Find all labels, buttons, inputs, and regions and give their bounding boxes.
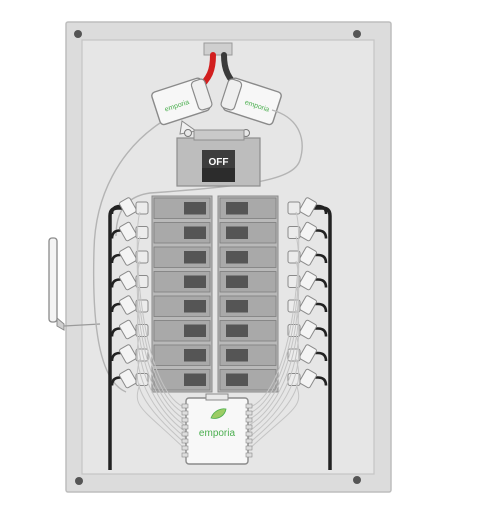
breaker-left-switch [184,373,206,386]
branch-ct-left [119,295,137,315]
breaker-left-switch [184,202,206,215]
breaker-right-switch [226,275,248,288]
branch-ct-right [299,368,317,389]
branch-ct-right [299,295,317,315]
antenna-icon [48,237,101,331]
breaker-right-switch [226,202,248,215]
branch-wire-right [305,351,328,362]
main-breaker-label: OFF [209,157,229,168]
ct-clamp-left: emporia [151,77,213,126]
branch-wire-right [305,327,328,337]
monitor-port [245,417,253,423]
branch-ct-right [299,246,317,266]
branch-wire-right [305,376,328,386]
monitor-sensor-leads [136,211,300,451]
screw-top-left [74,30,82,38]
branch-ct-right-body [287,250,301,264]
monitor-port [181,403,189,409]
sensor-lead-right [247,285,300,427]
branch-ct-left [119,221,137,242]
monitor-port [245,431,253,437]
branch-ct-right [299,197,317,217]
monitor-port [181,445,189,451]
branch-ct-right [299,221,317,242]
monitor-port [245,445,253,451]
monitor-port [181,410,189,416]
ct-clamp-right: emporia [220,77,282,126]
screw-top-right [353,30,361,38]
branch-ct-right [299,270,317,291]
branch-ct-left [119,344,137,364]
ct-lead-left [92,122,161,393]
monitor-port [245,410,253,416]
branch-wire-right [305,302,328,313]
branch-ct-right [299,319,317,340]
monitor-port [181,431,189,437]
screw-bottom-right [353,476,361,484]
sensor-lead-right [247,358,300,445]
sensor-lead-right [247,383,300,451]
breaker-left-switch [184,226,206,239]
branch-ct-right-body [287,201,301,215]
branch-ct-left [119,319,137,340]
breaker-left-switch [184,275,206,288]
ct-clamp-left-screw [184,129,192,137]
branch-wire-right [305,278,328,288]
branch-wire-right [305,229,328,239]
sensor-lead-right [247,334,300,439]
branch-wire-right [305,253,328,264]
breaker-right-switch [226,251,248,264]
branch-wire-right [305,204,328,215]
sensor-lead-right [247,236,300,415]
monitor-port [245,452,253,458]
energy-monitor: emporia [181,393,253,465]
sensor-lead-right [247,260,300,421]
monitor-port [181,452,189,458]
branch-ct-left [119,197,137,217]
monitor-port [181,424,189,430]
breaker-right-switch [226,226,248,239]
breaker-left-switch [184,349,206,362]
sensor-lead-left [136,285,187,427]
sensor-lead-right [247,309,300,433]
breaker-left-switch [184,251,206,264]
breaker-left-switch [184,300,206,313]
branch-ct-left [119,270,137,291]
branch-ct-left-body [135,226,149,239]
screw-bottom-left [75,477,83,485]
branch-ct-left [119,368,137,389]
sensor-lead-left [136,211,187,409]
monitor-port [181,417,189,423]
monitor-ports-left [181,403,189,458]
monitor-port [245,438,253,444]
monitor-port [181,438,189,444]
branch-ct-left-body [135,250,149,264]
branch-ct-left [119,246,137,266]
monitor-port [245,424,253,430]
branch-ct-right [299,344,317,364]
breaker-right-switch [226,300,248,313]
branch-ct-right-body [287,226,301,239]
main-breaker: OFF [176,129,261,187]
monitor-brand: emporia [199,428,236,439]
monitor-ports-right [245,403,253,458]
breaker-bank [110,195,328,393]
branch-ct-left-body [135,201,149,215]
sensor-lead-left [136,309,187,433]
sensor-lead-right [247,211,300,409]
breaker-left-switch [184,324,206,337]
sensor-lead-left [136,383,187,451]
leaf-icon [210,408,227,419]
sensor-lead-left [136,236,187,415]
sensor-lead-left [136,260,187,421]
sensor-lead-left [136,358,187,445]
monitor-port [245,403,253,409]
breaker-right-switch [226,349,248,362]
sensor-lead-left [136,334,187,439]
breaker-right-switch [226,373,248,386]
breaker-right-switch [226,324,248,337]
